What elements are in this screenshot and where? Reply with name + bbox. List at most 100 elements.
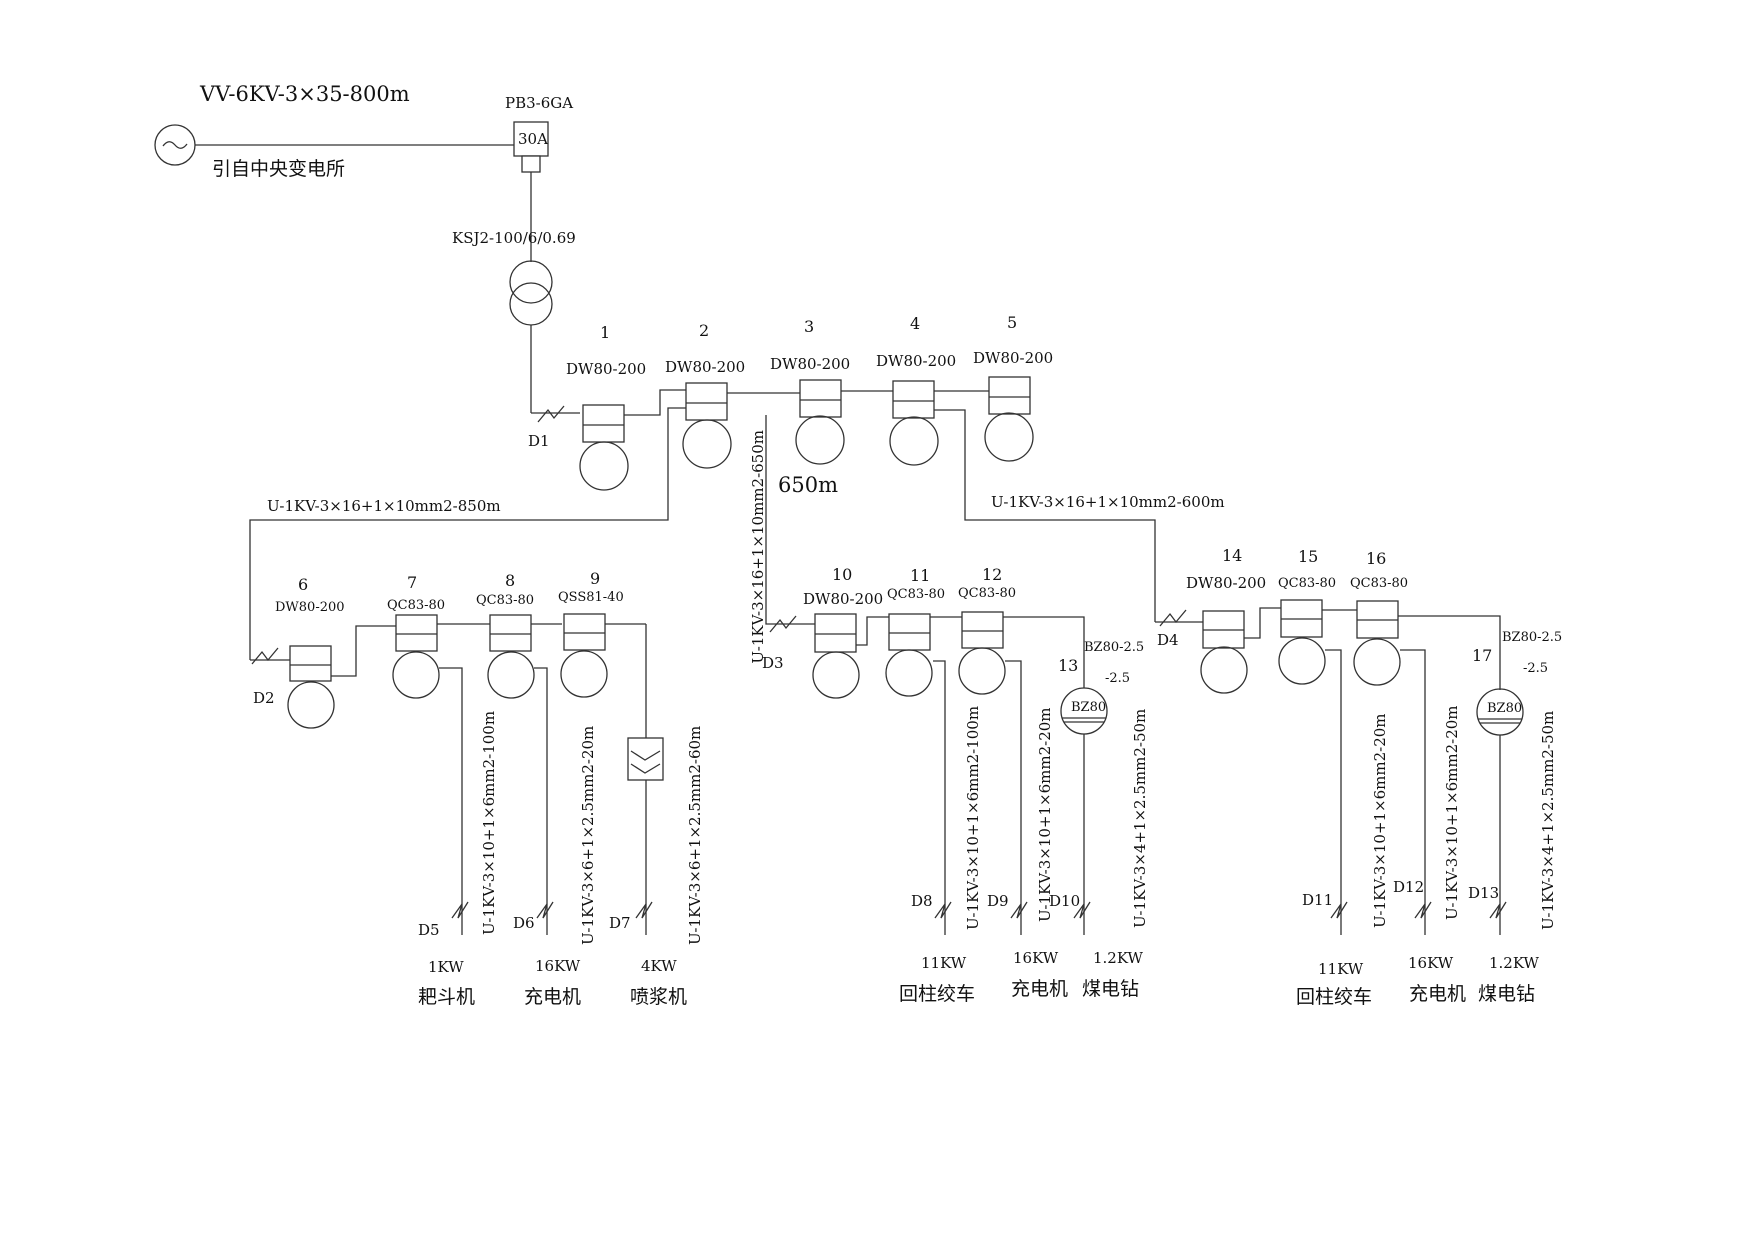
middle-cable-1: U-1KV-3×10+1×6mm2-100m <box>964 706 982 930</box>
short-circuit-d7: D7 <box>609 914 631 932</box>
switch-16-model: QC83-80 <box>1350 576 1408 591</box>
short-circuit-d10-icon <box>1073 901 1091 919</box>
transformer-model: KSJ2-100/6/0.69 <box>452 229 576 247</box>
short-circuit-d10: D10 <box>1049 892 1080 910</box>
power-source <box>154 124 196 166</box>
breaker-1-number: 1 <box>600 323 610 342</box>
short-circuit-d1-icon <box>537 405 565 423</box>
middle-load-2-name: 充电机 <box>1011 978 1068 1000</box>
switch-16-number: 16 <box>1366 549 1386 568</box>
short-circuit-d3: D3 <box>762 654 784 672</box>
right-cable-2: U-1KV-3×10+1×6mm2-20m <box>1443 705 1461 920</box>
left-load-1-power: 1KW <box>428 958 464 976</box>
middle-load-3-name: 煤电钻 <box>1082 978 1139 1000</box>
right-load-1-name: 回柱绞车 <box>1296 986 1372 1008</box>
breaker-4 <box>889 380 939 466</box>
short-circuit-d2-icon <box>251 647 279 665</box>
breaker-5-model: DW80-200 <box>973 349 1053 367</box>
right-load-3-power: 1.2KW <box>1489 954 1540 972</box>
switch-10 <box>812 613 860 699</box>
short-circuit-d9: D9 <box>987 892 1009 910</box>
feeder-middle-cable: U-1KV-3×16+1×10mm2-650m <box>749 430 767 664</box>
right-load-2-name: 充电机 <box>1409 983 1466 1005</box>
breaker-2-number: 2 <box>699 321 709 340</box>
right-cable-1: U-1KV-3×10+1×6mm2-20m <box>1371 713 1389 928</box>
short-circuit-d6-icon <box>536 901 554 919</box>
switch-12-model: QC83-80 <box>958 586 1016 601</box>
breaker-3-number: 3 <box>804 317 814 336</box>
switch-9-number: 9 <box>590 569 600 588</box>
source-breaker-rating: 30A <box>518 130 548 148</box>
short-circuit-d4-icon <box>1159 609 1187 627</box>
switch-9-model: QSS81-40 <box>558 590 624 605</box>
left-load-3-name: 喷浆机 <box>630 986 687 1008</box>
breaker-1-model: DW80-200 <box>566 360 646 378</box>
switch-11 <box>885 613 933 697</box>
left-load-2-name: 充电机 <box>524 986 581 1008</box>
middle-load-3-power: 1.2KW <box>1093 949 1144 967</box>
breaker-4-model: DW80-200 <box>876 352 956 370</box>
switch-15-number: 15 <box>1298 547 1318 566</box>
switch-6-model: DW80-200 <box>275 600 345 615</box>
switch-7 <box>392 614 440 699</box>
left-load-3-power: 4KW <box>641 957 677 975</box>
switch-9 <box>560 613 608 698</box>
short-circuit-d4: D4 <box>1157 631 1179 649</box>
right-cable-3: U-1KV-3×4+1×2.5mm2-50m <box>1539 711 1557 930</box>
switch-17-model-suffix: -2.5 <box>1523 661 1548 676</box>
switch-11-number: 11 <box>910 566 930 585</box>
short-circuit-d8: D8 <box>911 892 933 910</box>
switch-8-model: QC83-80 <box>476 593 534 608</box>
switch-12 <box>958 611 1006 695</box>
switch-14-number: 14 <box>1222 546 1242 565</box>
breaker-2-model: DW80-200 <box>665 358 745 376</box>
short-circuit-d13: D13 <box>1468 884 1499 902</box>
left-cable-1: U-1KV-3×10+1×6mm2-100m <box>480 711 498 935</box>
short-circuit-d12: D12 <box>1393 878 1424 896</box>
switch-17-number: 17 <box>1472 646 1492 665</box>
source-breaker-model: PB3-6GA <box>505 94 573 112</box>
switch-15 <box>1278 599 1326 685</box>
switch-12-number: 12 <box>982 565 1002 584</box>
switch-11-model: QC83-80 <box>887 587 945 602</box>
breaker-3 <box>795 379 845 465</box>
source-breaker <box>513 121 549 157</box>
switch-14-model: DW80-200 <box>1186 574 1266 592</box>
right-load-3-name: 煤电钻 <box>1478 983 1535 1005</box>
middle-cable-2: U-1KV-3×10+1×6mm2-20m <box>1036 707 1054 922</box>
switch-13-model-suffix: -2.5 <box>1105 671 1130 686</box>
middle-load-1-name: 回柱绞车 <box>899 983 975 1005</box>
switch-7-model: QC83-80 <box>387 598 445 613</box>
short-circuit-d11-icon <box>1330 901 1348 919</box>
breaker-5 <box>984 376 1034 462</box>
source-cable-label: VV-6KV-3×35-800m <box>199 82 410 106</box>
switch-13-model: BZ80-2.5 <box>1084 640 1144 655</box>
switch-16 <box>1353 600 1401 686</box>
switch-10-number: 10 <box>832 565 852 584</box>
transformer-icon <box>509 260 553 326</box>
middle-load-2-power: 16KW <box>1013 949 1059 967</box>
short-circuit-d7-icon <box>635 901 653 919</box>
switch-7-number: 7 <box>407 573 417 592</box>
left-cable-3: U-1KV-3×6+1×2.5mm2-60m <box>686 726 704 945</box>
breaker-2 <box>682 382 732 469</box>
switch-8-number: 8 <box>505 571 515 590</box>
switch-13-inner: BZ80 <box>1071 700 1106 715</box>
switch-17-model: BZ80-2.5 <box>1502 630 1562 645</box>
switch-14 <box>1200 610 1248 694</box>
short-circuit-d6: D6 <box>513 914 535 932</box>
breaker-3-model: DW80-200 <box>770 355 850 373</box>
short-circuit-d12-icon <box>1414 901 1432 919</box>
switch-17-inner: BZ80 <box>1487 701 1522 716</box>
short-circuit-d8-icon <box>934 901 952 919</box>
right-load-1-power: 11KW <box>1318 960 1364 978</box>
feeder-right-cable: U-1KV-3×16+1×10mm2-600m <box>991 493 1225 511</box>
source-origin-label: 引自中央变电所 <box>212 158 345 180</box>
right-load-2-power: 16KW <box>1408 954 1454 972</box>
short-circuit-d1: D1 <box>528 432 550 450</box>
switch-13-number: 13 <box>1058 656 1078 675</box>
switch-6 <box>287 645 335 729</box>
switch-8 <box>487 614 535 699</box>
switch-10-model: DW80-200 <box>803 590 883 608</box>
